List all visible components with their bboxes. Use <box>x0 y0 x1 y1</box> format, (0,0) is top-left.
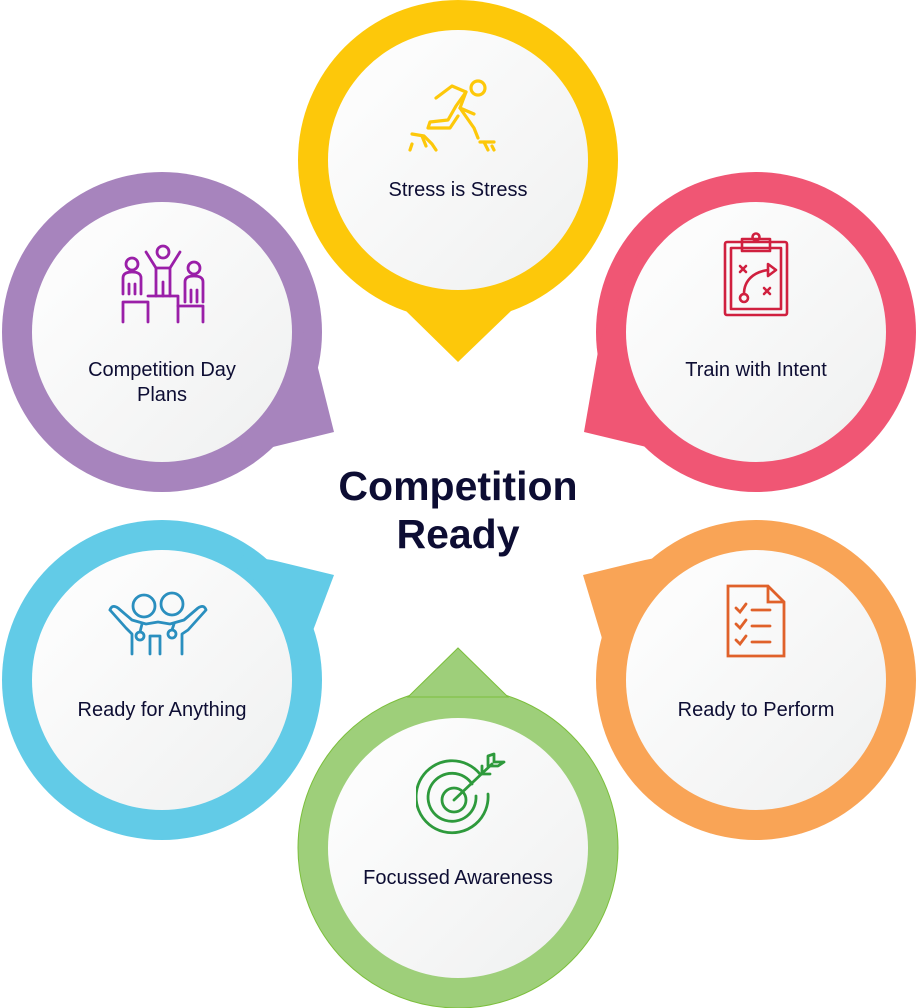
node-ready-for-anything: Ready for Anything <box>32 550 292 810</box>
center-title-line-1: Competition <box>338 463 578 509</box>
node-stress-is-stress: Stress is Stress <box>328 30 588 290</box>
target-arrow-icon <box>416 752 506 835</box>
teammates-celebrating-icon <box>108 591 208 656</box>
node-label: Competition Day Plans <box>32 358 292 408</box>
node-label: Focussed Awareness <box>363 867 553 889</box>
node-label: Ready to Perform <box>677 699 835 721</box>
bubble-stress <box>298 0 618 362</box>
node-focussed-awareness: Focussed Awareness <box>328 718 588 978</box>
node-label: Train with Intent <box>685 359 827 381</box>
node-label-line-2: Plans <box>136 384 188 406</box>
node-label: Stress is Stress <box>388 179 528 201</box>
node-competition-day-plans: Competition Day Plans <box>32 202 292 462</box>
node-label-line-1: Competition Day <box>88 359 236 381</box>
checklist-document-icon <box>726 584 786 658</box>
bubble-focus <box>297 647 619 1008</box>
bubble-plans <box>2 172 334 492</box>
bubble-train <box>584 172 916 492</box>
node-ready-to-perform: Ready to Perform <box>626 550 886 810</box>
node-train-with-intent: Train with Intent <box>626 202 886 462</box>
center-title-line-2: Ready <box>396 511 520 557</box>
clipboard-play-icon <box>723 232 789 317</box>
bubble-anything <box>2 520 334 840</box>
node-label: Ready for Anything <box>77 699 247 721</box>
bubble-perform <box>583 520 916 840</box>
center-title: Competition Ready <box>300 462 616 558</box>
runner-jumping-icon <box>408 79 496 152</box>
podium-winners-icon <box>121 244 205 324</box>
